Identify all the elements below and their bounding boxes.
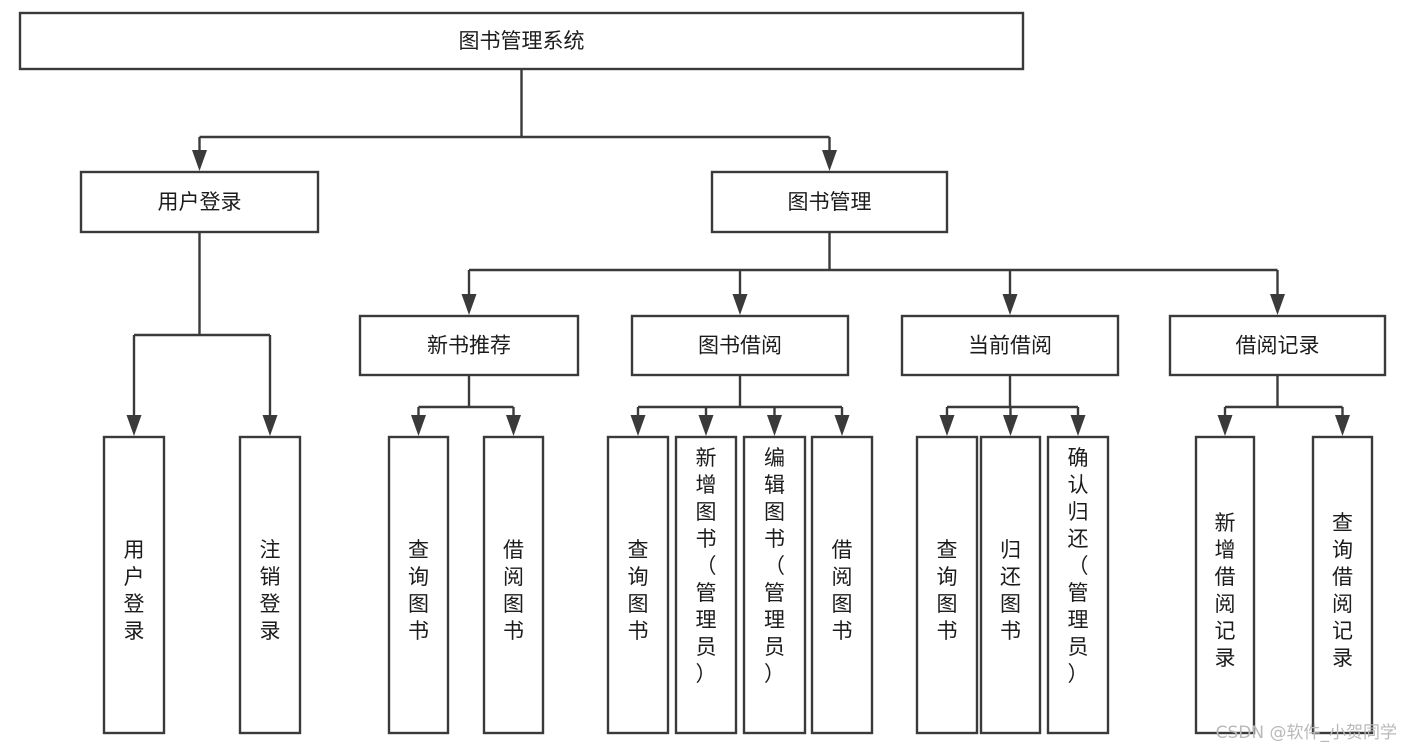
- node-box: [358, 314, 580, 377]
- node-label: 新增借阅记录: [1215, 511, 1236, 670]
- arrow-head-icon: [1335, 415, 1350, 436]
- arrow-head-icon: [822, 150, 837, 171]
- arrow-head-icon: [192, 150, 207, 171]
- node-box: [979, 435, 1042, 735]
- node-borrow-record[interactable]: 借阅记录: [1168, 314, 1387, 377]
- node-leaf-borrow-book-1[interactable]: 借阅图书: [482, 435, 545, 735]
- node-leaf-add-book[interactable]: 新增图书（管理员）: [674, 435, 738, 735]
- node-label: 借阅图书: [503, 538, 524, 643]
- node-box: [387, 435, 450, 735]
- node-label: 图书借阅: [698, 334, 782, 358]
- arrow-head-icon: [1003, 415, 1018, 436]
- node-label: 注销登录: [260, 538, 281, 643]
- node-book-borrow[interactable]: 图书借阅: [630, 314, 850, 377]
- node-book-manage[interactable]: 图书管理: [710, 170, 949, 234]
- node-label: 用户登录: [158, 190, 242, 214]
- node-new-book-rec[interactable]: 新书推荐: [358, 314, 580, 377]
- arrow-head-icon: [698, 415, 714, 436]
- node-box: [900, 314, 1120, 377]
- node-label: 编辑图书（管理员）: [764, 446, 785, 686]
- arrow-head-icon: [767, 415, 782, 436]
- node-current-borrow[interactable]: 当前借阅: [900, 314, 1120, 377]
- node-label: 确认归还（管理员）: [1068, 446, 1089, 686]
- node-box: [742, 435, 807, 735]
- arrow-head-icon: [126, 415, 142, 436]
- node-label: 借阅图书: [832, 538, 853, 643]
- node-box: [102, 435, 166, 735]
- arrow-head-icon: [1002, 294, 1018, 315]
- node-label: 归还图书: [1000, 538, 1021, 643]
- arrow-head-icon: [1070, 415, 1086, 436]
- connector-layer: [126, 69, 1350, 436]
- node-label: 查询借阅记录: [1332, 511, 1353, 670]
- node-box: [79, 170, 320, 234]
- node-box: [482, 435, 545, 735]
- node-box: [810, 435, 874, 735]
- arrow-head-icon: [506, 415, 521, 436]
- arrow-head-icon: [262, 415, 278, 436]
- node-leaf-query-record[interactable]: 查询借阅记录: [1311, 435, 1374, 735]
- node-layer: 图书管理系统用户登录图书管理新书推荐图书借阅当前借阅借阅记录用户登录注销登录查询…: [18, 11, 1387, 735]
- arrow-head-icon: [461, 294, 477, 315]
- node-label: 图书管理: [788, 190, 872, 214]
- node-label: 用户登录: [124, 538, 145, 643]
- node-label: 新增图书（管理员）: [696, 446, 717, 686]
- node-leaf-query-book-1[interactable]: 查询图书: [387, 435, 450, 735]
- node-leaf-query-book-2[interactable]: 查询图书: [606, 435, 670, 735]
- node-box: [1194, 435, 1256, 735]
- node-leaf-confirm-return[interactable]: 确认归还（管理员）: [1046, 435, 1110, 735]
- node-box: [238, 435, 302, 735]
- node-label: 借阅记录: [1236, 334, 1320, 358]
- arrow-head-icon: [411, 415, 426, 436]
- arrow-head-icon: [630, 415, 646, 436]
- node-box: [1046, 435, 1110, 735]
- node-user-login[interactable]: 用户登录: [79, 170, 320, 234]
- node-leaf-borrow-book-2[interactable]: 借阅图书: [810, 435, 874, 735]
- node-leaf-logout[interactable]: 注销登录: [238, 435, 302, 735]
- arrow-head-icon: [939, 415, 955, 436]
- node-box: [915, 435, 979, 735]
- node-label: 查询图书: [937, 538, 958, 643]
- arrow-head-icon: [834, 415, 850, 436]
- node-box: [630, 314, 850, 377]
- node-label: 查询图书: [408, 538, 429, 643]
- node-label: 当前借阅: [968, 334, 1052, 358]
- node-label: 图书管理系统: [459, 29, 585, 53]
- node-leaf-user-login[interactable]: 用户登录: [102, 435, 166, 735]
- node-label: 查询图书: [628, 538, 649, 643]
- node-box: [1168, 314, 1387, 377]
- node-root[interactable]: 图书管理系统: [18, 11, 1025, 71]
- node-box: [18, 11, 1025, 71]
- node-leaf-query-book-3[interactable]: 查询图书: [915, 435, 979, 735]
- node-box: [710, 170, 949, 234]
- node-leaf-add-record[interactable]: 新增借阅记录: [1194, 435, 1256, 735]
- node-leaf-return-book[interactable]: 归还图书: [979, 435, 1042, 735]
- arrow-head-icon: [732, 294, 748, 315]
- node-leaf-edit-book[interactable]: 编辑图书（管理员）: [742, 435, 807, 735]
- arrow-head-icon: [1270, 294, 1285, 315]
- node-box: [606, 435, 670, 735]
- node-label: 新书推荐: [427, 334, 511, 358]
- node-box: [1311, 435, 1374, 735]
- arrow-head-icon: [1217, 415, 1233, 436]
- node-box: [674, 435, 738, 735]
